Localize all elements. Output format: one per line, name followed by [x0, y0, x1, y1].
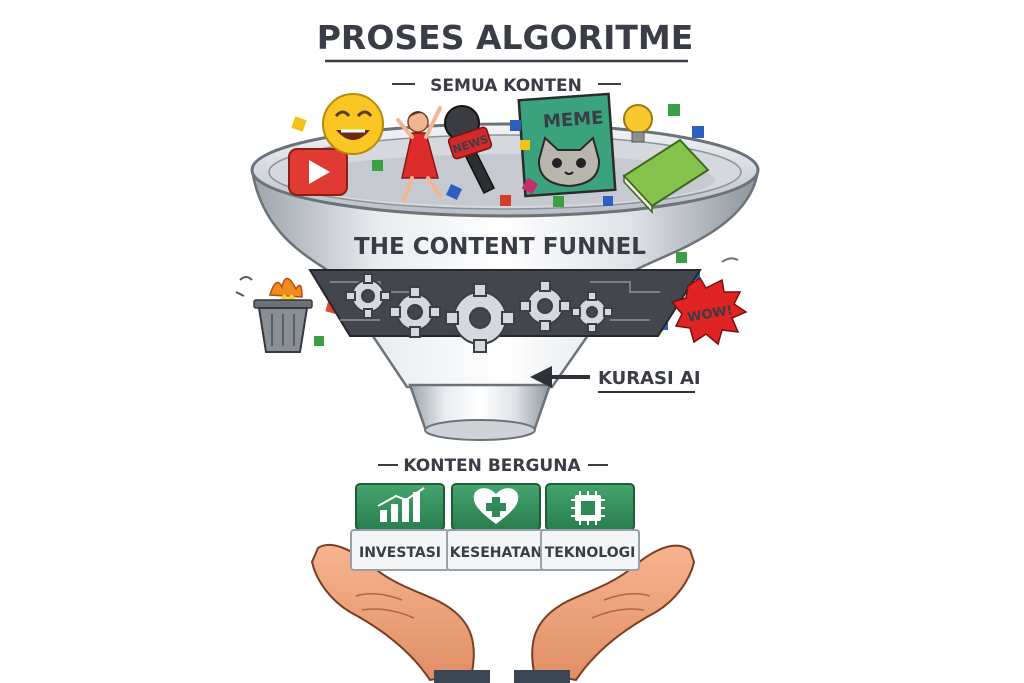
- category-teknologi: TEKNOLOGI: [540, 483, 640, 571]
- dancing-girl-icon: [396, 106, 442, 202]
- meme-card: MEME: [517, 92, 617, 198]
- gear-icon: [571, 291, 613, 333]
- curation-label: KURASI AI: [598, 368, 701, 389]
- sleeves: [434, 670, 570, 683]
- category-label: INVESTASI: [359, 545, 441, 561]
- gear-icon: [389, 286, 441, 338]
- bottom-label: KONTEN BERGUNA: [403, 456, 581, 476]
- curation-arrow: [530, 366, 590, 388]
- top-label: SEMUA KONTEN: [430, 76, 582, 96]
- gear-icon: [519, 280, 571, 332]
- trash-can-icon: [235, 276, 313, 353]
- category-kesehatan: KESEHATAN: [446, 483, 546, 571]
- page-title: PROSES ALGORITME: [317, 18, 694, 57]
- gear-icon: [445, 283, 515, 353]
- funnel-contents: NEWS MEME: [288, 92, 710, 346]
- video-play-icon: [288, 148, 348, 196]
- funnel-label: THE CONTENT FUNNEL: [354, 234, 646, 260]
- gears: [345, 273, 613, 353]
- category-label: TEKNOLOGI: [545, 545, 636, 561]
- book-icon: [622, 138, 710, 214]
- category-investasi: INVESTASI: [350, 483, 450, 571]
- cat-face-icon: [537, 136, 601, 188]
- meme-label: MEME: [542, 107, 604, 132]
- category-label: KESEHATAN: [450, 545, 543, 561]
- light-bulb-icon: [623, 104, 653, 143]
- chip-icon: [571, 491, 605, 525]
- wow-burst-icon: WOW!: [670, 257, 748, 346]
- laughing-emoji-icon: [322, 93, 384, 155]
- news-microphone-icon: NEWS: [444, 105, 496, 195]
- gear-icon: [345, 273, 391, 319]
- heart-plus-icon: [473, 488, 519, 524]
- bar-chart-icon: [377, 487, 425, 522]
